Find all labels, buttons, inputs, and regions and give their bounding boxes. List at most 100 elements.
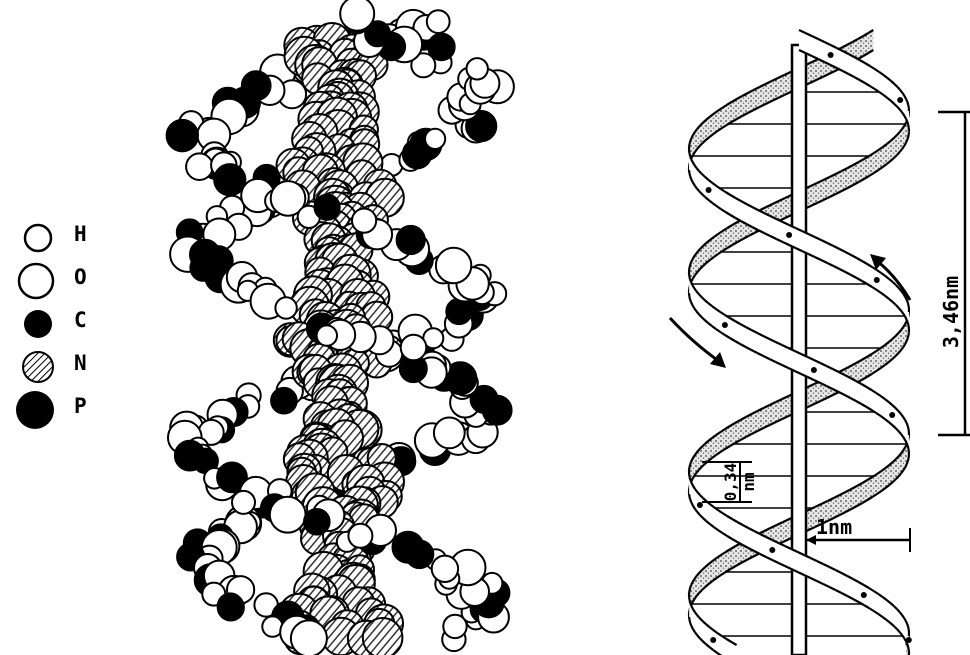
strand-edge: [907, 443, 908, 446]
oxygen-atom: [291, 620, 327, 655]
strand-edge: [690, 585, 691, 588]
rise-label-top: 0,34: [721, 463, 740, 502]
hydrogen-atom: [467, 58, 488, 79]
strand-edge: [692, 278, 694, 281]
hydrogen-atom: [352, 209, 376, 233]
arrowhead-left-icon: [710, 352, 726, 368]
carbon-atom-icon: [8, 304, 68, 344]
strand-edge: [907, 300, 908, 303]
strand-edge: [908, 627, 909, 630]
carbon-atom: [397, 226, 425, 254]
strand-edge: [691, 302, 692, 305]
strand-edge: [907, 338, 908, 341]
strand-edge: [689, 267, 690, 270]
strand-edge: [907, 137, 908, 140]
phosphate-dot: [828, 52, 834, 58]
strand-edge: [908, 303, 909, 306]
legend-item-n: N: [8, 347, 108, 390]
strand-edge: [905, 317, 907, 320]
strand-edge: [907, 122, 908, 125]
legend-item-c: C: [8, 304, 108, 347]
strand-edge: [905, 420, 907, 423]
carbon-atom: [406, 541, 434, 569]
strand-edge: [692, 456, 694, 459]
strand-edge: [692, 483, 694, 486]
strand-edge: [690, 600, 691, 603]
strand-edge: [690, 261, 691, 264]
nitrogen-atom-icon: [8, 347, 68, 387]
strand-edge: [690, 477, 691, 480]
strand-edge: [689, 465, 690, 468]
strand-edge: [690, 603, 691, 606]
oxygen-atom: [270, 497, 306, 533]
legend-label-n: N: [74, 351, 87, 375]
strand-edge: [693, 182, 695, 185]
strand-edge: [692, 258, 694, 261]
strand-edge: [906, 621, 907, 624]
strand-edge: [692, 285, 694, 288]
phosphate-dot: [706, 187, 712, 193]
phosphate-dot: [710, 637, 716, 643]
phosphorus-atom-icon: [8, 390, 68, 430]
strand-edge: [692, 135, 694, 138]
carbon-atom: [304, 509, 330, 535]
strand-edge: [690, 156, 691, 159]
strand-edge: [906, 119, 907, 122]
strand-edge: [691, 282, 692, 285]
strand-edge: [689, 276, 690, 279]
strand-edge: [908, 458, 909, 461]
strand-edge: [908, 446, 909, 449]
strand-edge: [908, 426, 909, 429]
strand-edge: [908, 134, 909, 137]
oxygen-atom: [436, 248, 471, 283]
rise-label-bottom: nm: [739, 472, 758, 492]
legend-label-p: P: [74, 394, 87, 418]
strand-edge: [689, 173, 690, 176]
atom-legend: H O C N: [8, 218, 108, 433]
hydrogen-atom: [348, 524, 372, 548]
nitrogen-atom: [363, 618, 403, 655]
hydrogen-atom: [432, 556, 458, 582]
strand-edge: [690, 141, 691, 144]
strand-edge: [905, 96, 907, 99]
carbon-atom: [271, 388, 297, 414]
strand-edge: [908, 647, 909, 650]
strand-edge: [690, 497, 691, 500]
strand-edge: [690, 623, 691, 626]
strand-edge: [689, 588, 690, 591]
strand-edge: [692, 503, 694, 506]
strand-edge: [908, 125, 909, 128]
strand-edge: [905, 297, 907, 300]
strand-edge: [690, 138, 691, 141]
legend-label-o: O: [74, 265, 87, 289]
legend-label-c: C: [74, 308, 87, 332]
strand-edge: [904, 123, 906, 126]
radius-label: 1nm: [816, 515, 852, 539]
strand-edge: [908, 323, 909, 326]
strand-edge: [689, 153, 690, 156]
strand-edge: [689, 296, 690, 299]
strand-edge: [904, 314, 906, 317]
oxygen-atom: [340, 0, 374, 31]
strand-edge: [904, 618, 906, 621]
oxygen-atom-icon: [8, 261, 68, 301]
oxygen-atom: [434, 418, 465, 449]
phosphate-dot: [874, 277, 880, 283]
pitch-label: 3,46nm: [939, 276, 963, 348]
hydrogen-atom: [275, 297, 296, 318]
hydrogen-atom-icon: [8, 218, 68, 258]
hydrogen-atom: [186, 153, 213, 180]
strand-edge: [691, 582, 692, 585]
hydrogen-atom: [425, 129, 445, 149]
legend-item-p: P: [8, 390, 108, 433]
legend-item-h: H: [8, 218, 108, 261]
strand-edge: [907, 102, 908, 105]
phosphate-dot: [889, 412, 895, 418]
space-filling-dna-model: [150, 0, 550, 655]
strand-edge: [908, 335, 909, 338]
strand-edge: [690, 299, 691, 302]
hydrogen-atom: [401, 335, 427, 361]
strand-edge: [907, 320, 908, 323]
legend-item-o: O: [8, 261, 108, 304]
